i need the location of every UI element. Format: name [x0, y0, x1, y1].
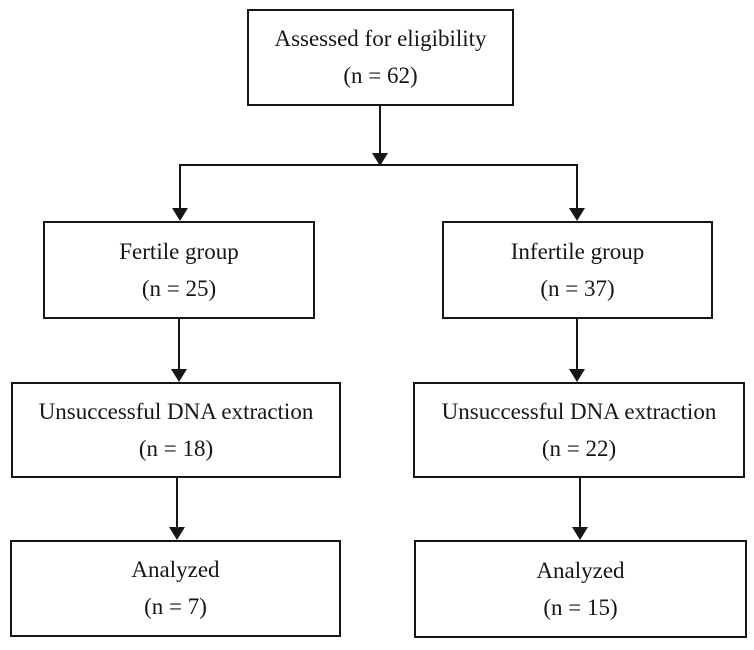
edge-split-fertile-arrowhead-icon	[172, 208, 188, 221]
node-fertile-analyzed-count: (n = 7)	[144, 594, 207, 619]
node-assessed-label: Assessed for eligibility	[274, 26, 487, 52]
node-assessed-count: (n = 62)	[343, 63, 418, 88]
node-infertile-extraction-count: (n = 22)	[541, 435, 617, 461]
edge-fertile-analyzed-arrowhead-icon	[169, 527, 185, 540]
node-fertile-unsuccessful-extraction: Unsuccessful DNA extraction (n = 18)	[11, 382, 341, 478]
node-infertile-label: Infertile group	[510, 238, 645, 264]
node-infertile-group: Infertile group (n = 37)	[442, 221, 713, 319]
node-fertile-analyzed-label: Analyzed	[131, 557, 220, 583]
edge-fertile-extraction-arrowhead-icon	[171, 369, 187, 382]
node-infertile-unsuccessful-extraction: Unsuccessful DNA extraction (n = 22)	[413, 382, 745, 478]
edge-infertile-extraction-arrowhead-icon	[569, 369, 585, 382]
node-fertile-extraction-label: Unsuccessful DNA extraction	[38, 398, 314, 424]
node-fertile-group: Fertile group (n = 25)	[43, 221, 315, 319]
node-fertile-extraction-count: (n = 18)	[138, 435, 214, 461]
edge-split-infertile-arrowhead-icon	[569, 208, 585, 221]
node-fertile-count: (n = 25)	[141, 275, 217, 301]
node-infertile-count: (n = 37)	[540, 275, 615, 301]
node-infertile-analyzed: Analyzed (n = 15)	[414, 540, 747, 638]
edge-infertile-analyzed-arrowhead-icon	[572, 527, 588, 540]
edge-assessed-arrowhead-icon	[372, 153, 388, 166]
node-fertile-label: Fertile group	[119, 238, 239, 264]
node-assessed-for-eligibility: Assessed for eligibility (n = 62)	[247, 9, 514, 106]
node-infertile-analyzed-label: Analyzed	[536, 557, 625, 583]
node-infertile-extraction-label: Unsuccessful DNA extraction	[441, 398, 717, 424]
node-fertile-analyzed: Analyzed (n = 7)	[10, 540, 341, 637]
node-infertile-analyzed-count: (n = 15)	[543, 594, 618, 620]
